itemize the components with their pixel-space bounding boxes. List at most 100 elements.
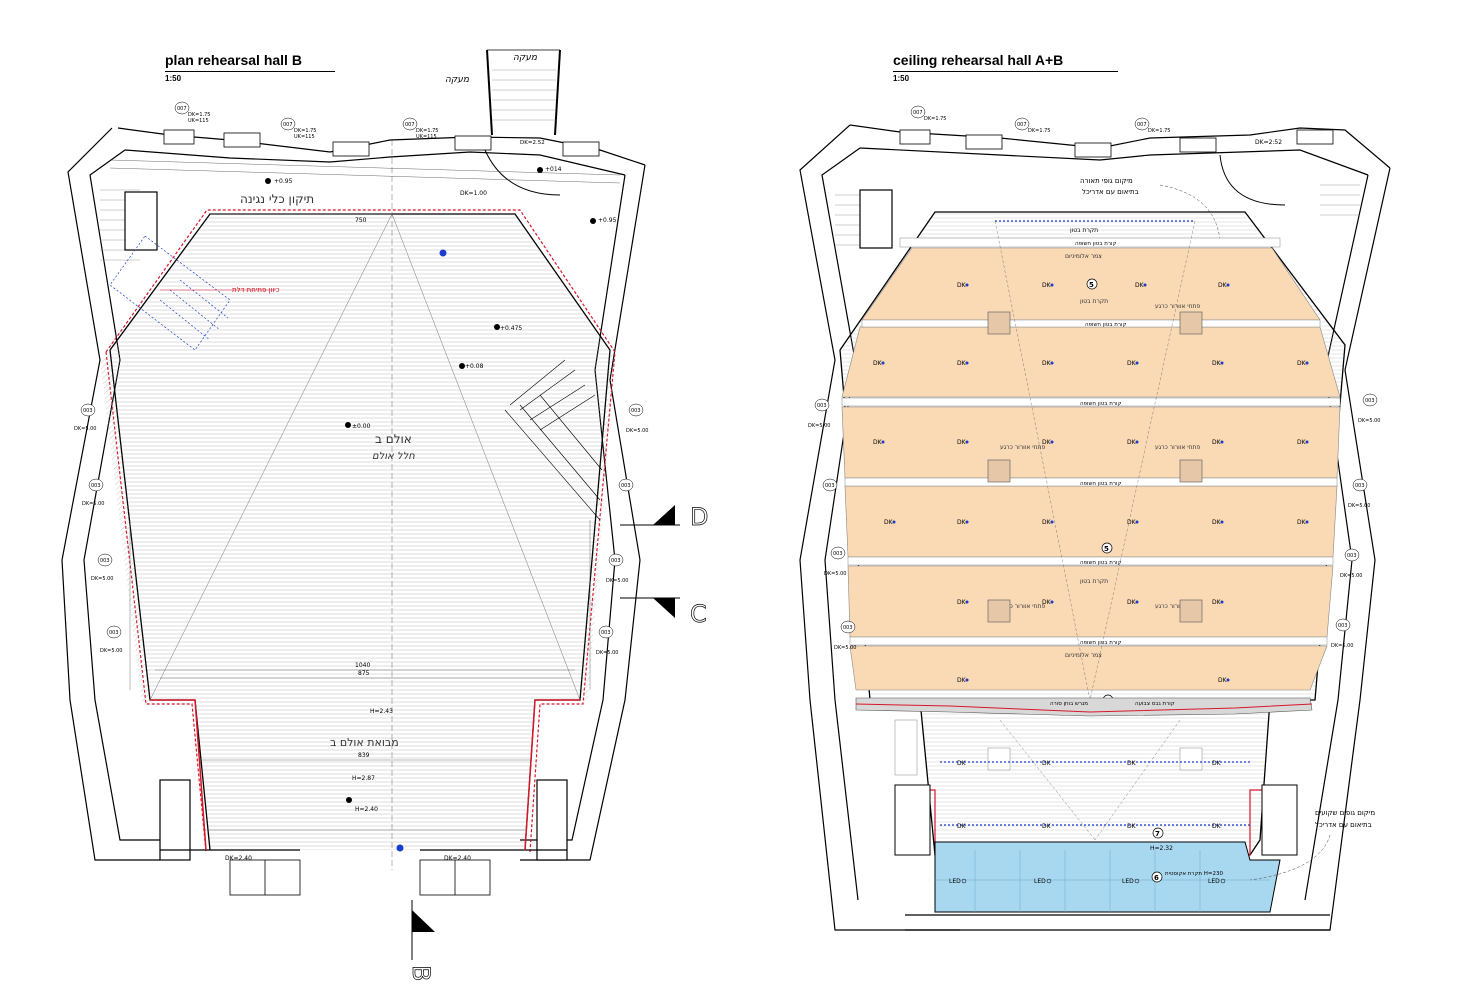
label-top-strip: תקרת בטון xyxy=(1070,227,1098,234)
svg-text:007: 007 xyxy=(1017,122,1027,128)
svg-text:C: C xyxy=(690,600,707,628)
svg-text:DK=5.00: DK=5.00 xyxy=(91,576,113,582)
orange-panels xyxy=(841,247,1341,691)
top-dimensions xyxy=(109,159,621,184)
svg-text:קורת בטון חשופה: קורת בטון חשופה xyxy=(1080,481,1121,487)
svg-text:קורת בטון חשופה: קורת בטון חשופה xyxy=(1080,401,1121,407)
svg-text:5: 5 xyxy=(1089,281,1094,289)
svg-text:LED: LED xyxy=(1208,878,1220,885)
svg-text:B: B xyxy=(407,965,435,981)
svg-text:DK: DK xyxy=(1127,519,1137,526)
svg-text:007: 007 xyxy=(177,106,187,112)
svg-text:003: 003 xyxy=(833,551,843,557)
dk-entrance-left: DK=2.40 xyxy=(225,855,252,862)
svg-text:DK: DK xyxy=(1218,677,1228,684)
wall-hatch-left xyxy=(100,350,150,706)
level-008: +0.08 xyxy=(465,363,484,370)
svg-text:תקרת בטון: תקרת בטון xyxy=(1080,298,1108,305)
svg-text:D: D xyxy=(690,503,708,531)
stair-note-side: מעקה xyxy=(445,75,470,85)
svg-text:DK=5.00: DK=5.00 xyxy=(824,571,846,577)
right-title-rule xyxy=(893,71,1118,72)
svg-text:DK=5.00: DK=5.00 xyxy=(626,428,648,434)
gypsum-red xyxy=(855,703,1313,713)
svg-text:DK=1.75: DK=1.75 xyxy=(924,116,946,122)
h-240: H=2.40 xyxy=(355,806,378,813)
svg-text:DK: DK xyxy=(1212,519,1222,526)
dk-main: DK=1.00 xyxy=(460,190,487,197)
svg-text:003: 003 xyxy=(1338,623,1348,629)
left-title: plan rehearsal hall B xyxy=(165,52,302,68)
entrance-doors xyxy=(229,859,491,896)
svg-text:DK: DK xyxy=(1127,360,1137,367)
ceiling-guides xyxy=(994,220,1196,841)
svg-text:DK: DK xyxy=(1042,760,1052,767)
svg-text:003: 003 xyxy=(611,558,621,564)
svg-text:UK=115: UK=115 xyxy=(294,134,315,140)
svg-text:DK: DK xyxy=(1127,823,1137,830)
level-095-a: +0.95 xyxy=(274,178,293,185)
svg-text:DK=5.00: DK=5.00 xyxy=(606,578,628,584)
svg-text:DK: DK xyxy=(1297,439,1307,446)
lower-area xyxy=(894,719,1203,776)
svg-text:DK: DK xyxy=(884,519,894,526)
tag-5b: 5 xyxy=(1101,542,1113,554)
right-stair-arc xyxy=(1219,154,1286,206)
svg-text:7: 7 xyxy=(1155,830,1160,838)
svg-text:DK=1.75: DK=1.75 xyxy=(1028,128,1050,134)
right-top-windows xyxy=(899,129,1334,158)
lower-col-left xyxy=(894,784,931,856)
svg-text:007: 007 xyxy=(283,122,293,128)
dim-875: 875 xyxy=(358,670,370,677)
left-scale: 1:50 xyxy=(165,74,182,83)
right-scale: 1:50 xyxy=(893,74,910,83)
svg-text:DK: DK xyxy=(957,360,967,367)
lower-col-right xyxy=(1261,784,1298,856)
svg-text:5: 5 xyxy=(1104,545,1109,553)
svg-text:פתחי אוורור כרגע: פתחי אוורור כרגע xyxy=(1000,603,1045,610)
svg-text:003: 003 xyxy=(109,630,119,636)
svg-text:DK=5.00: DK=5.00 xyxy=(1331,643,1353,649)
tag-6: 6 xyxy=(1151,871,1163,883)
svg-text:DK: DK xyxy=(873,360,883,367)
svg-text:DK: DK xyxy=(1212,360,1222,367)
svg-text:DK: DK xyxy=(957,760,967,767)
svg-text:003: 003 xyxy=(83,408,93,414)
svg-text:קורת בטון חשופה: קורת בטון חשופה xyxy=(1080,560,1121,566)
svg-text:003: 003 xyxy=(843,625,853,631)
svg-text:DK: DK xyxy=(1297,360,1307,367)
svg-text:DK: DK xyxy=(957,677,967,684)
svg-text:DK: DK xyxy=(873,439,883,446)
svg-text:LED: LED xyxy=(1034,878,1046,885)
blue-panel xyxy=(934,841,1281,913)
svg-text:003: 003 xyxy=(825,483,835,489)
svg-text:קורת בטון חשופה: קורת בטון חשופה xyxy=(1085,322,1126,328)
right-title: ceiling rehearsal hall A+B xyxy=(893,52,1064,68)
level-014: +014 xyxy=(545,166,562,173)
column-left xyxy=(124,191,158,251)
level-095-b: +0.95 xyxy=(598,217,617,224)
note-bottom-1: מיקום גופים שקועים xyxy=(1315,809,1375,817)
stage-steps xyxy=(504,359,603,521)
svg-text:פתחי אוורור כרגע: פתחי אוורור כרגע xyxy=(1155,603,1200,610)
svg-text:DK=5.00: DK=5.00 xyxy=(1358,418,1380,424)
svg-text:DK: DK xyxy=(1042,519,1052,526)
panel-labels: צמר אלומיניום תקרת בטון פתחי אוורור כרגע… xyxy=(1000,253,1200,659)
note-top-1: מיקום גופי תאורה xyxy=(1080,177,1133,185)
svg-text:DK=5.00: DK=5.00 xyxy=(82,501,104,507)
note-top-leader xyxy=(1159,184,1221,241)
dk-top-right: DK=2:52 xyxy=(1255,139,1282,146)
svg-text:DK: DK xyxy=(1042,823,1052,830)
svg-text:003: 003 xyxy=(631,408,641,414)
svg-text:UK=115: UK=115 xyxy=(188,118,209,124)
svg-text:צמר אלומיניום: צמר אלומיניום xyxy=(1065,652,1102,659)
svg-text:תקרת בטון: תקרת בטון xyxy=(1080,578,1108,585)
left-title-rule xyxy=(165,71,335,72)
gypsum-strip xyxy=(855,697,1313,717)
svg-text:פתחי אוורור כרגע: פתחי אוורור כרגע xyxy=(1155,303,1200,310)
svg-text:DK=5.00: DK=5.00 xyxy=(1340,573,1362,579)
svg-text:6: 6 xyxy=(1154,874,1159,882)
section-c: C xyxy=(620,597,707,628)
